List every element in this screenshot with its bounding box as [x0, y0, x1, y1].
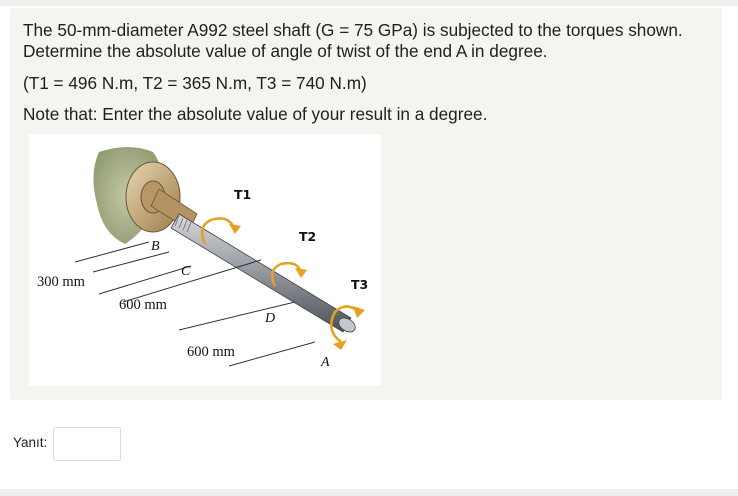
torque-arrow-t3 — [329, 305, 362, 343]
point-label-b: B — [151, 239, 160, 254]
torque-label-t2: T2 — [299, 229, 316, 244]
dimension-label-600-first: 600 mm — [119, 297, 168, 313]
dimension-label-300: 300 mm — [37, 274, 86, 290]
shaft-figure: T1 T2 T3 B C D A 300 mm 600 mm 600 mm — [29, 134, 381, 386]
shaft-diagram: T1 T2 T3 B C D A 300 mm 600 mm 600 mm — [37, 147, 368, 370]
torque-values-text: (T1 = 496 N.m, T2 = 365 N.m, T3 = 740 N.… — [23, 73, 367, 93]
torque-label-t1: T1 — [234, 187, 251, 202]
answer-input[interactable] — [53, 427, 121, 461]
steel-shaft — [170, 213, 352, 333]
dimension-label-600-second: 600 mm — [187, 344, 236, 360]
point-label-c: C — [181, 264, 191, 279]
question-text-line-1: The 50-mm-diameter A992 steel shaft (G =… — [23, 20, 683, 40]
question-text-line-2: Determine the absolute value of angle of… — [23, 41, 548, 61]
instruction-note: Note that: Enter the absolute value of y… — [23, 104, 488, 124]
point-label-d: D — [264, 311, 275, 326]
torque-arrow-t1 — [200, 217, 237, 245]
bottom-divider — [0, 489, 738, 496]
torque-arrow-t2 — [270, 261, 303, 287]
point-label-a: A — [320, 355, 330, 370]
shaft-end-a — [338, 317, 356, 333]
torque-label-t3: T3 — [351, 277, 368, 292]
top-divider — [0, 0, 738, 6]
answer-label: Yanıt: — [13, 435, 48, 450]
